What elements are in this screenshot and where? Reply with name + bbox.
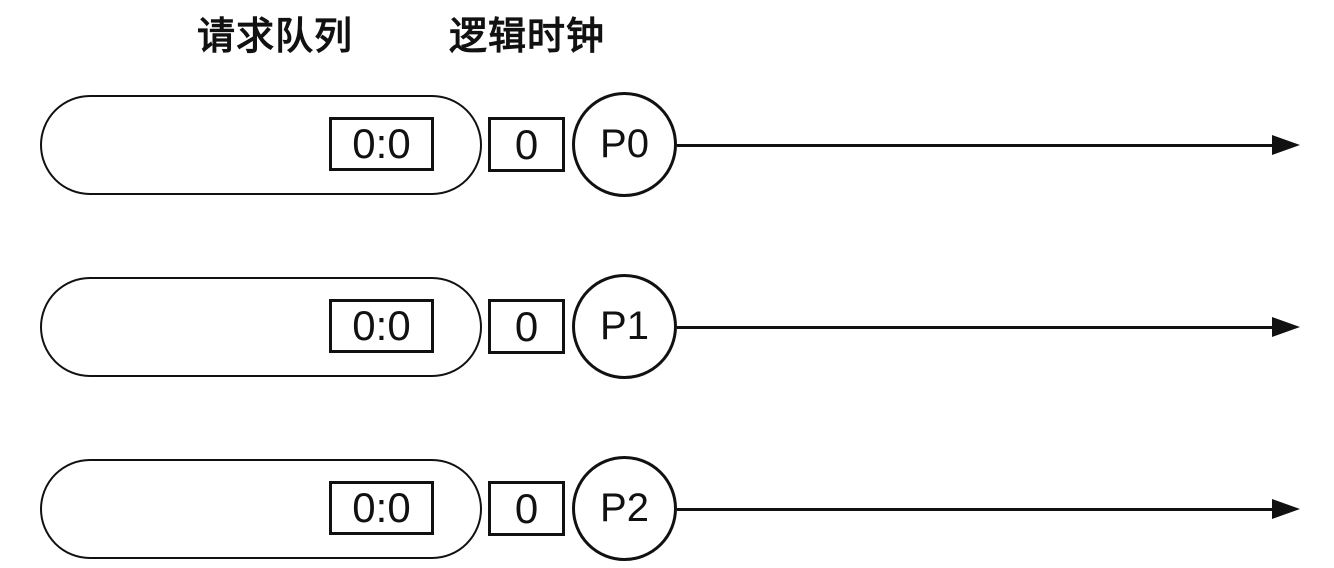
queue-entry-box: 0:0 bbox=[329, 299, 434, 353]
request-queue-column-label: 请求队列 bbox=[196, 16, 353, 58]
logical-clock-column-label: 逻辑时钟 bbox=[448, 16, 605, 58]
logical-clock-box: 0 bbox=[488, 299, 565, 354]
timeline-arrowhead-icon bbox=[1272, 317, 1300, 337]
process-row-p2: 0:0 0 P2 bbox=[0, 454, 1334, 564]
request-queue-shape: 0:0 bbox=[40, 277, 482, 377]
timeline-arrow-line bbox=[677, 507, 1272, 511]
process-node: P2 bbox=[572, 456, 677, 561]
process-node: P1 bbox=[572, 274, 677, 379]
process-row-p0: 0:0 0 P0 bbox=[0, 90, 1334, 200]
timeline-arrow-line bbox=[677, 143, 1272, 147]
timeline-arrowhead-icon bbox=[1272, 135, 1300, 155]
queue-entry-box: 0:0 bbox=[329, 117, 434, 171]
request-queue-shape: 0:0 bbox=[40, 459, 482, 559]
process-row-p1: 0:0 0 P1 bbox=[0, 272, 1334, 382]
logical-clock-box: 0 bbox=[488, 117, 565, 172]
timeline-arrow-line bbox=[677, 325, 1272, 329]
timeline-arrowhead-icon bbox=[1272, 499, 1300, 519]
process-node: P0 bbox=[572, 92, 677, 197]
queue-entry-box: 0:0 bbox=[329, 481, 434, 535]
logical-clock-box: 0 bbox=[488, 481, 565, 536]
request-queue-shape: 0:0 bbox=[40, 95, 482, 195]
